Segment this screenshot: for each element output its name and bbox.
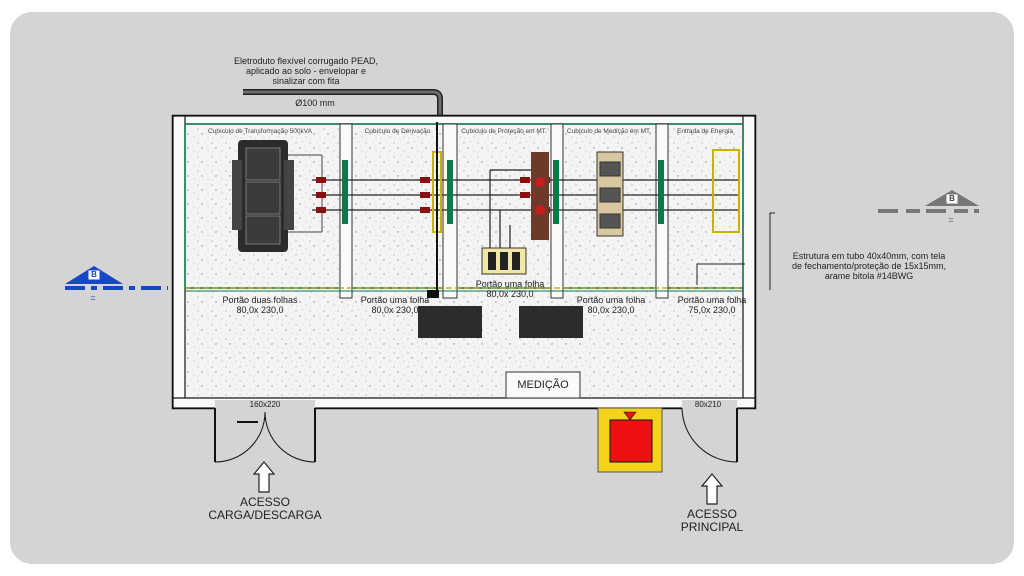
gate-label-2: Portão uma folha 80,0x 230,0 [345, 295, 445, 315]
cubicle-title-derivation: Cubículo de Derivação [364, 128, 431, 135]
access-main-label: ACESSO PRINCIPAL [660, 508, 764, 534]
structure-note-line2: de fechamento/proteção de 15x15mm, [791, 261, 947, 271]
section-left-letter: B [91, 270, 97, 279]
gate-5-label: Portão uma folha [677, 295, 747, 305]
medicao-box [505, 371, 581, 399]
gate-3-label: Portão uma folha [475, 279, 545, 289]
cable-box [427, 290, 439, 298]
gate-5-size: 75,0x 230,0 [688, 305, 736, 315]
door-load [214, 400, 316, 463]
gate-label-3: Portão uma folha 80,0x 230,0 [460, 279, 560, 299]
fire-extinguisher[interactable] [597, 407, 663, 473]
section-right-letter: B [949, 194, 955, 203]
protection-breaker [531, 152, 549, 240]
door-load-size: 160x220 [249, 400, 281, 409]
structure-note-leader [696, 212, 775, 290]
gate-4-size: 80,0x 230,0 [587, 305, 635, 315]
access-load-label: ACESSO CARGA/DESCARGA [200, 496, 330, 522]
cubicle-title-measurement: Cubículo de Medição em MT. [566, 128, 652, 135]
conduit-note: Eletroduto flexível corrugado PEAD, apli… [226, 56, 386, 86]
cubicle-title-transformation: Cubículo de Transformação 500kVA [208, 128, 312, 135]
gate-label-1: Portão duas folhas 80,0x 230,0 [205, 295, 315, 315]
access-load-line1: ACESSO [239, 495, 290, 509]
conduit-note-line3: sinalizar com fita [272, 76, 340, 86]
fuse-panel [481, 247, 527, 275]
screen-panels [342, 160, 664, 224]
gate-label-4: Portão uma folha 80,0x 230,0 [561, 295, 661, 315]
conduit [243, 89, 443, 117]
structure-note-line1: Estrutura em tubo 40x40mm, com tela [792, 251, 946, 261]
gate-1-label: Portão duas folhas [222, 295, 298, 305]
door-main-size: 80x210 [694, 400, 722, 409]
section-right-sub: = [948, 215, 954, 225]
gate-2-label: Portão uma folha [360, 295, 430, 305]
section-marker-right [878, 190, 979, 213]
gate-3-size: 80,0x 230,0 [486, 289, 534, 299]
medicao-label: MEDIÇÃO [517, 379, 569, 391]
gate-4-label: Portão uma folha [576, 295, 646, 305]
arrow-load-icon [252, 461, 276, 493]
access-main-line1: ACESSO [686, 507, 737, 521]
arrow-main-icon [700, 473, 724, 505]
conduit-note-line2: aplicado ao solo - envelopar e [245, 66, 367, 76]
cable-trench-left [418, 306, 482, 338]
cable-trench-right [519, 306, 583, 338]
access-main-line2: PRINCIPAL [680, 520, 744, 534]
section-left-sub: = [90, 293, 96, 303]
conduit-diameter: Ø100 mm [295, 98, 335, 108]
structure-note-line3: arame bitola #14BWG [824, 271, 914, 281]
conduit-note-line1: Eletroduto flexível corrugado PEAD, [233, 56, 379, 66]
gate-label-5: Portão uma folha 75,0x 230,0 [662, 295, 762, 315]
transformer [232, 140, 323, 252]
door-main [681, 400, 738, 463]
gate-2-size: 80,0x 230,0 [371, 305, 419, 315]
gate-1-size: 80,0x 230,0 [236, 305, 284, 315]
access-load-line2: CARGA/DESCARGA [208, 508, 322, 522]
cubicle-title-energy-entry: Entrada de Energia [676, 128, 733, 135]
measurement-transformers [596, 151, 624, 237]
structure-note: Estrutura em tubo 40x40mm, com tela de f… [778, 251, 960, 281]
section-marker-left [65, 266, 168, 290]
cubicle-title-protection: Cubículo de Proteção em MT. [461, 128, 547, 135]
